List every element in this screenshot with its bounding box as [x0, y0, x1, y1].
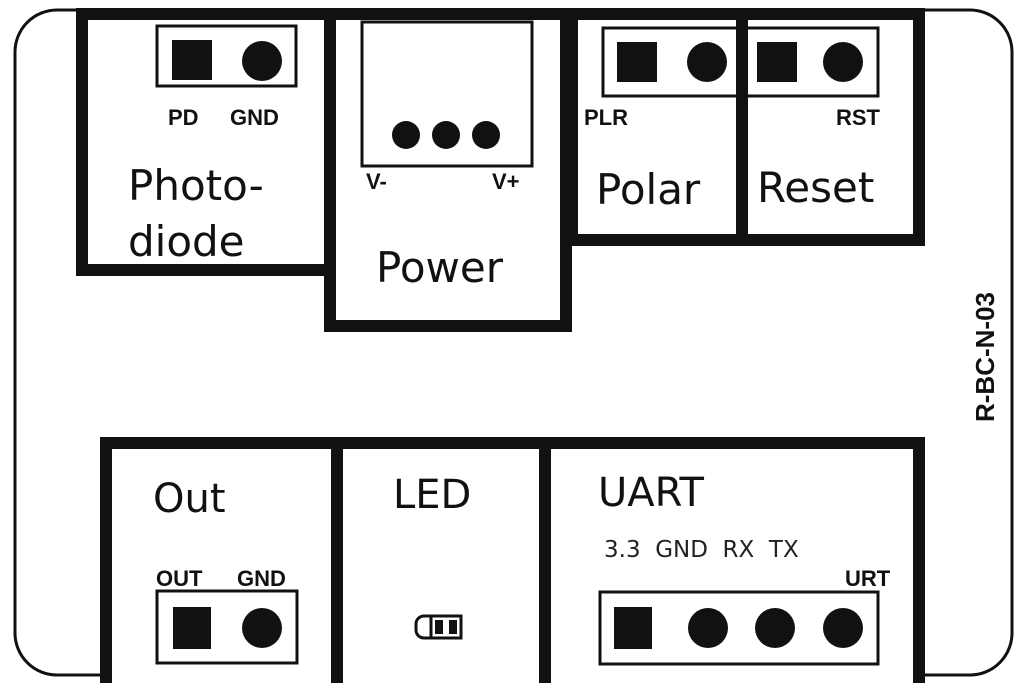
photodiode-header — [155, 24, 298, 88]
pin-label-v-plus: V+ — [492, 169, 520, 194]
power-title: Power — [376, 243, 504, 292]
round-pad-icon — [432, 121, 460, 149]
out-title: Out — [153, 476, 226, 522]
square-pad-icon — [617, 42, 657, 82]
pin-label-plr: PLR — [584, 105, 628, 130]
power-block: V- V+ Power — [324, 8, 572, 332]
photodiode-title-line1: Photo- — [128, 161, 264, 210]
pin-label-out-gnd: GND — [237, 566, 286, 591]
round-pad-icon — [823, 608, 863, 648]
pin-label-gnd: GND — [230, 105, 279, 130]
bottom-block: Out OUT GND LED UART 3.3 GND RX TX URT — [100, 437, 925, 683]
polar-reset-block: PLR RST Polar Reset — [566, 8, 925, 246]
photodiode-title-line2: diode — [128, 217, 245, 266]
round-pad-icon — [472, 121, 500, 149]
pin-label-v-minus: V- — [366, 169, 387, 194]
round-pad-icon — [242, 608, 282, 648]
power-connector — [360, 20, 534, 168]
round-pad-icon — [688, 608, 728, 648]
round-pad-icon — [755, 608, 795, 648]
led-title: LED — [393, 472, 471, 518]
pin-label-pd: PD — [168, 105, 199, 130]
reset-header — [744, 26, 880, 98]
pin-label-out: OUT — [156, 566, 203, 591]
round-pad-icon — [823, 42, 863, 82]
led-footprint-icon — [414, 614, 463, 640]
square-pad-icon — [614, 607, 652, 649]
round-pad-icon — [392, 121, 420, 149]
polar-header — [601, 26, 740, 98]
uart-pin-labels: 3.3 GND RX TX — [604, 537, 799, 563]
square-pad-icon — [757, 42, 797, 82]
out-header — [155, 589, 299, 665]
square-pad-icon — [173, 607, 211, 649]
round-pad-icon — [242, 41, 282, 81]
uart-header — [598, 590, 880, 666]
round-pad-icon — [687, 42, 727, 82]
photodiode-block: PD GND Photo- diode — [76, 8, 336, 276]
board-id: R-BC-N-03 — [970, 292, 1000, 422]
uart-title: UART — [598, 470, 705, 516]
uart-header-label: URT — [845, 566, 891, 591]
reset-title: Reset — [757, 163, 874, 212]
square-pad-icon — [172, 40, 212, 80]
pin-label-rst: RST — [836, 105, 881, 130]
polar-title: Polar — [596, 165, 701, 214]
